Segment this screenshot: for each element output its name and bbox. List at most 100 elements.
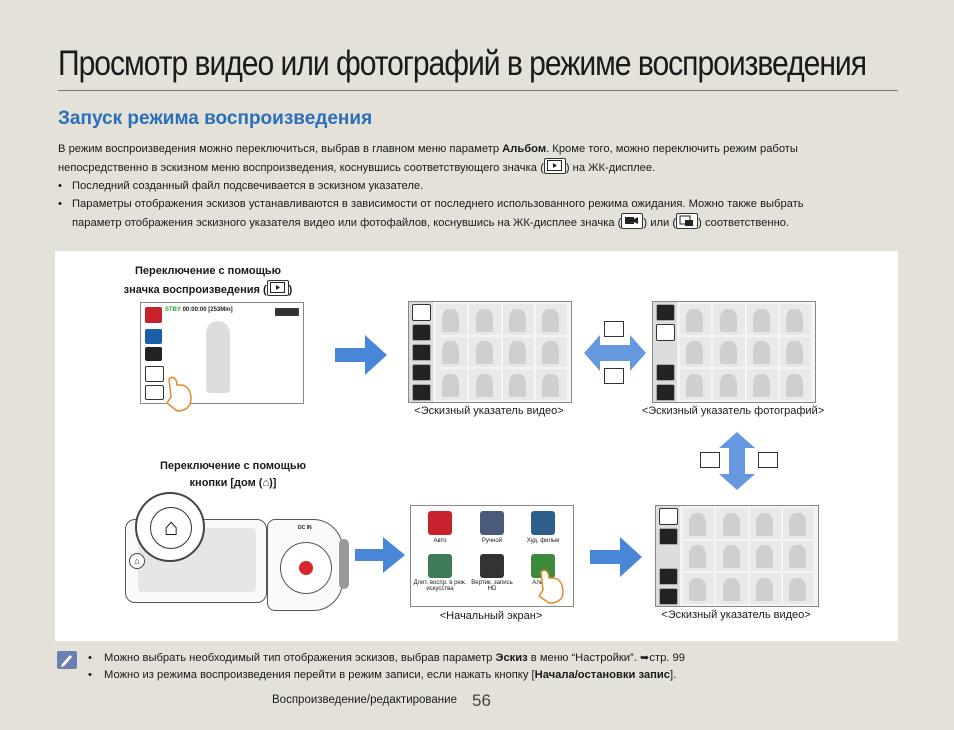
- thumbnail[interactable]: [716, 540, 748, 572]
- notes-list: Можно выбрать необходимый тип отображени…: [88, 650, 685, 684]
- thumbnail[interactable]: [779, 336, 811, 368]
- status-label: STBY: [165, 307, 181, 313]
- thumbnail[interactable]: [716, 508, 748, 539]
- video-thumb-icon: [700, 452, 720, 468]
- photo-thumb-icon: [758, 452, 778, 468]
- title-divider: [58, 90, 898, 91]
- play-icon[interactable]: [145, 385, 164, 400]
- thumbnail[interactable]: [779, 304, 811, 335]
- thumbnail[interactable]: [502, 336, 534, 368]
- thumbnail[interactable]: [782, 573, 814, 604]
- thumbnail[interactable]: [779, 369, 811, 400]
- video-thumb-icon: [604, 321, 624, 337]
- thumbnail[interactable]: [502, 304, 534, 335]
- video-thumb-icon[interactable]: [658, 507, 678, 525]
- photo-thumb-icon[interactable]: [411, 323, 431, 341]
- thumbnail[interactable]: [713, 369, 745, 400]
- delete-icon[interactable]: [655, 363, 675, 381]
- thumbnail[interactable]: [535, 336, 567, 368]
- intro-text: В режим воспроизведения можно переключит…: [58, 140, 898, 232]
- control-dial[interactable]: [280, 542, 332, 594]
- index-sidebar: [409, 302, 433, 402]
- video-thumb-icon[interactable]: [411, 303, 431, 321]
- camcorder-body: DC IN: [267, 519, 343, 611]
- thumbnail[interactable]: [436, 304, 468, 335]
- manual-icon[interactable]: [480, 511, 504, 535]
- thumbnail[interactable]: [746, 369, 778, 400]
- camcorder-icon[interactable]: [411, 383, 431, 401]
- arrow-right-icon: [335, 335, 387, 375]
- page-number: 56: [472, 691, 491, 710]
- home-button-callout: ⌂: [135, 492, 205, 562]
- label-photo-index: <Эскизный указатель фотографий>: [641, 405, 825, 417]
- arrow-right-icon: [355, 537, 405, 573]
- thumbnail[interactable]: [502, 369, 534, 400]
- subject-silhouette: [206, 321, 230, 393]
- camera-mode-icon[interactable]: [145, 347, 162, 361]
- page-title: Просмотр видео или фотографий в режиме в…: [58, 44, 867, 83]
- video-thumb-icon[interactable]: [655, 303, 675, 321]
- vertical-hd-icon[interactable]: [480, 554, 504, 578]
- thumbnail[interactable]: [680, 369, 712, 400]
- thumbnail[interactable]: [469, 304, 501, 335]
- thumbnail[interactable]: [683, 540, 715, 572]
- index-sidebar: [653, 302, 677, 402]
- home-icon[interactable]: ⌂: [150, 507, 192, 549]
- thumbnail[interactable]: [680, 304, 712, 335]
- thumbnail[interactable]: [782, 540, 814, 572]
- art-film-icon[interactable]: [531, 511, 555, 535]
- thumbnail[interactable]: [436, 369, 468, 400]
- note-icon: [57, 651, 77, 669]
- delete-icon[interactable]: [658, 567, 678, 585]
- camcorder-icon[interactable]: [658, 587, 678, 605]
- photo-index-screen: [652, 301, 816, 403]
- thumbnail[interactable]: [683, 508, 715, 539]
- time-lapse-icon[interactable]: [428, 554, 452, 578]
- thumbnail[interactable]: [713, 304, 745, 335]
- record-button[interactable]: [299, 561, 313, 575]
- film-icon[interactable]: [411, 343, 431, 361]
- video-mode-icon[interactable]: [145, 329, 162, 344]
- menu-label-interval: Длит. воспр. в реж. искусства: [413, 580, 467, 592]
- diagram-panel: Переключение с помощью значка воспроизве…: [55, 251, 898, 641]
- photo-thumb-icon: [604, 368, 624, 384]
- zoom-icon[interactable]: [145, 366, 164, 382]
- home-button[interactable]: ⌂: [129, 553, 145, 569]
- delete-icon[interactable]: [411, 363, 431, 381]
- thumbnail[interactable]: [749, 573, 781, 604]
- thumbnail[interactable]: [680, 336, 712, 368]
- camera-icon[interactable]: [655, 383, 675, 401]
- thumbnail[interactable]: [683, 573, 715, 604]
- menu-label-vertical-hd: Вертик. запись HD: [471, 580, 513, 592]
- home-screen: Авто Ручной Худ. фильм Длит. воспр. в ре…: [410, 505, 574, 607]
- bullet-item: Параметры отображения эскизов устанавлив…: [58, 195, 898, 232]
- thumbnail[interactable]: [716, 573, 748, 604]
- thumbnail[interactable]: [749, 540, 781, 572]
- thumbnail[interactable]: [535, 369, 567, 400]
- photo-thumb-icon[interactable]: [655, 323, 675, 341]
- label-home-screen: <Начальный экран>: [439, 610, 543, 622]
- time-label: 00:00:00 [253Min]: [182, 307, 233, 313]
- menu-label-auto: Авто: [433, 538, 447, 544]
- video-index-screen: [408, 301, 572, 403]
- thumbnail[interactable]: [782, 508, 814, 539]
- footer-section: Воспроизведение/редактирование: [272, 694, 457, 706]
- thumbnail[interactable]: [713, 336, 745, 368]
- lcd-record-screen: STBY 00:00:00 [253Min]: [140, 302, 304, 412]
- thumbnail[interactable]: [749, 508, 781, 539]
- thumbnail[interactable]: [746, 304, 778, 335]
- note-item: Можно выбрать необходимый тип отображени…: [88, 650, 685, 667]
- film-icon[interactable]: [658, 527, 678, 545]
- video-thumb-icon: [621, 213, 644, 229]
- smart-auto-icon[interactable]: [428, 511, 452, 535]
- thumbnail[interactable]: [535, 304, 567, 335]
- thumbnail[interactable]: [469, 369, 501, 400]
- menu-label-manual: Ручной: [481, 538, 503, 544]
- thumbnail[interactable]: [746, 336, 778, 368]
- menu-label-art-film: Худ. фильм: [526, 538, 560, 544]
- photo-thumb-icon: [676, 213, 699, 229]
- arrow-updown-icon: [719, 432, 755, 490]
- thumbnail[interactable]: [469, 336, 501, 368]
- thumbnail[interactable]: [436, 336, 468, 368]
- note-item: Можно из режима воспроизведения перейти …: [88, 667, 685, 684]
